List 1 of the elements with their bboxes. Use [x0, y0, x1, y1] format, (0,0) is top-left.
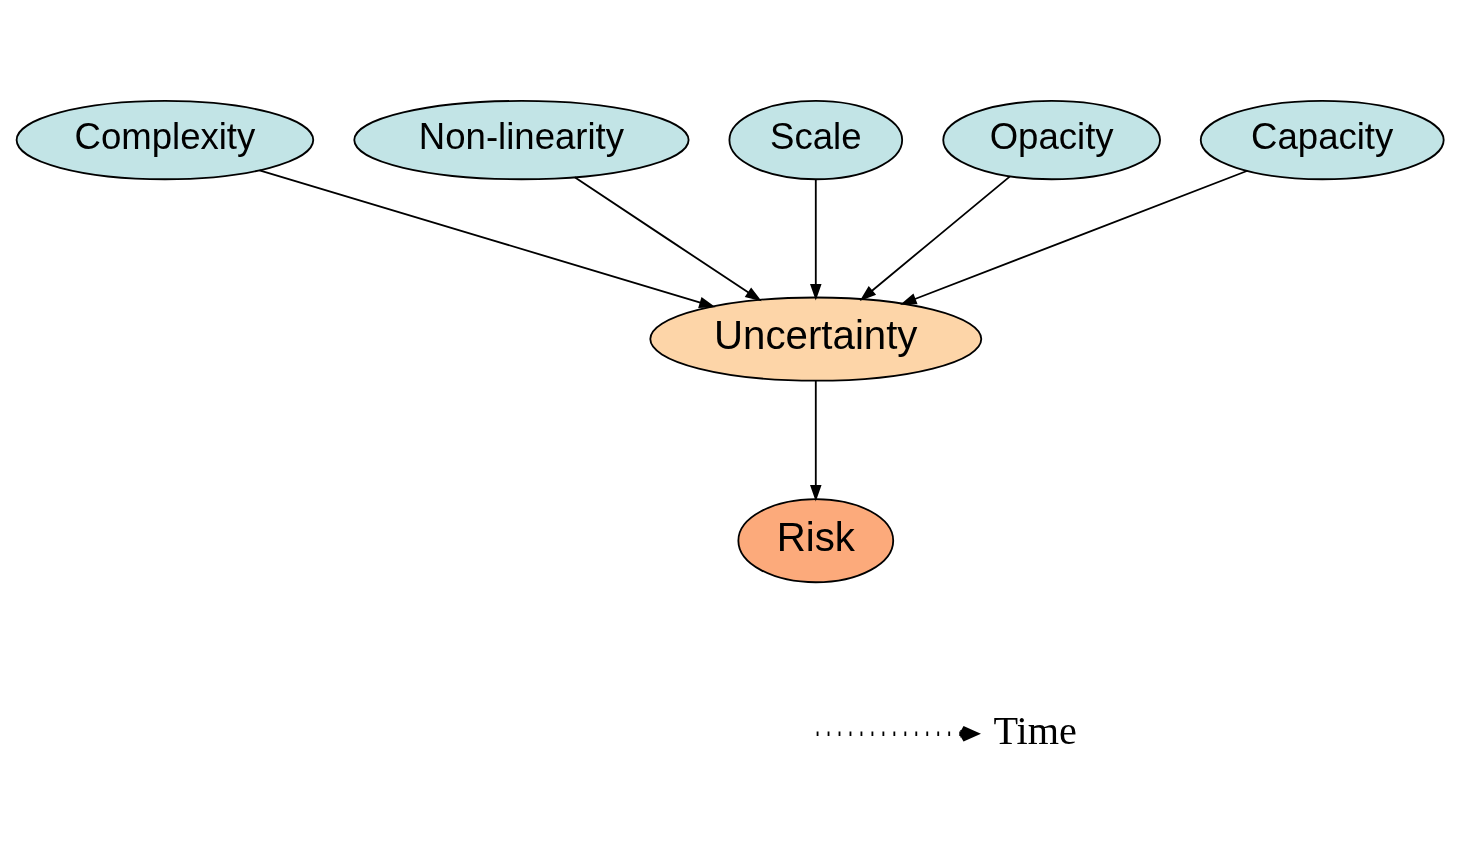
node-text: Time: [993, 708, 1077, 754]
